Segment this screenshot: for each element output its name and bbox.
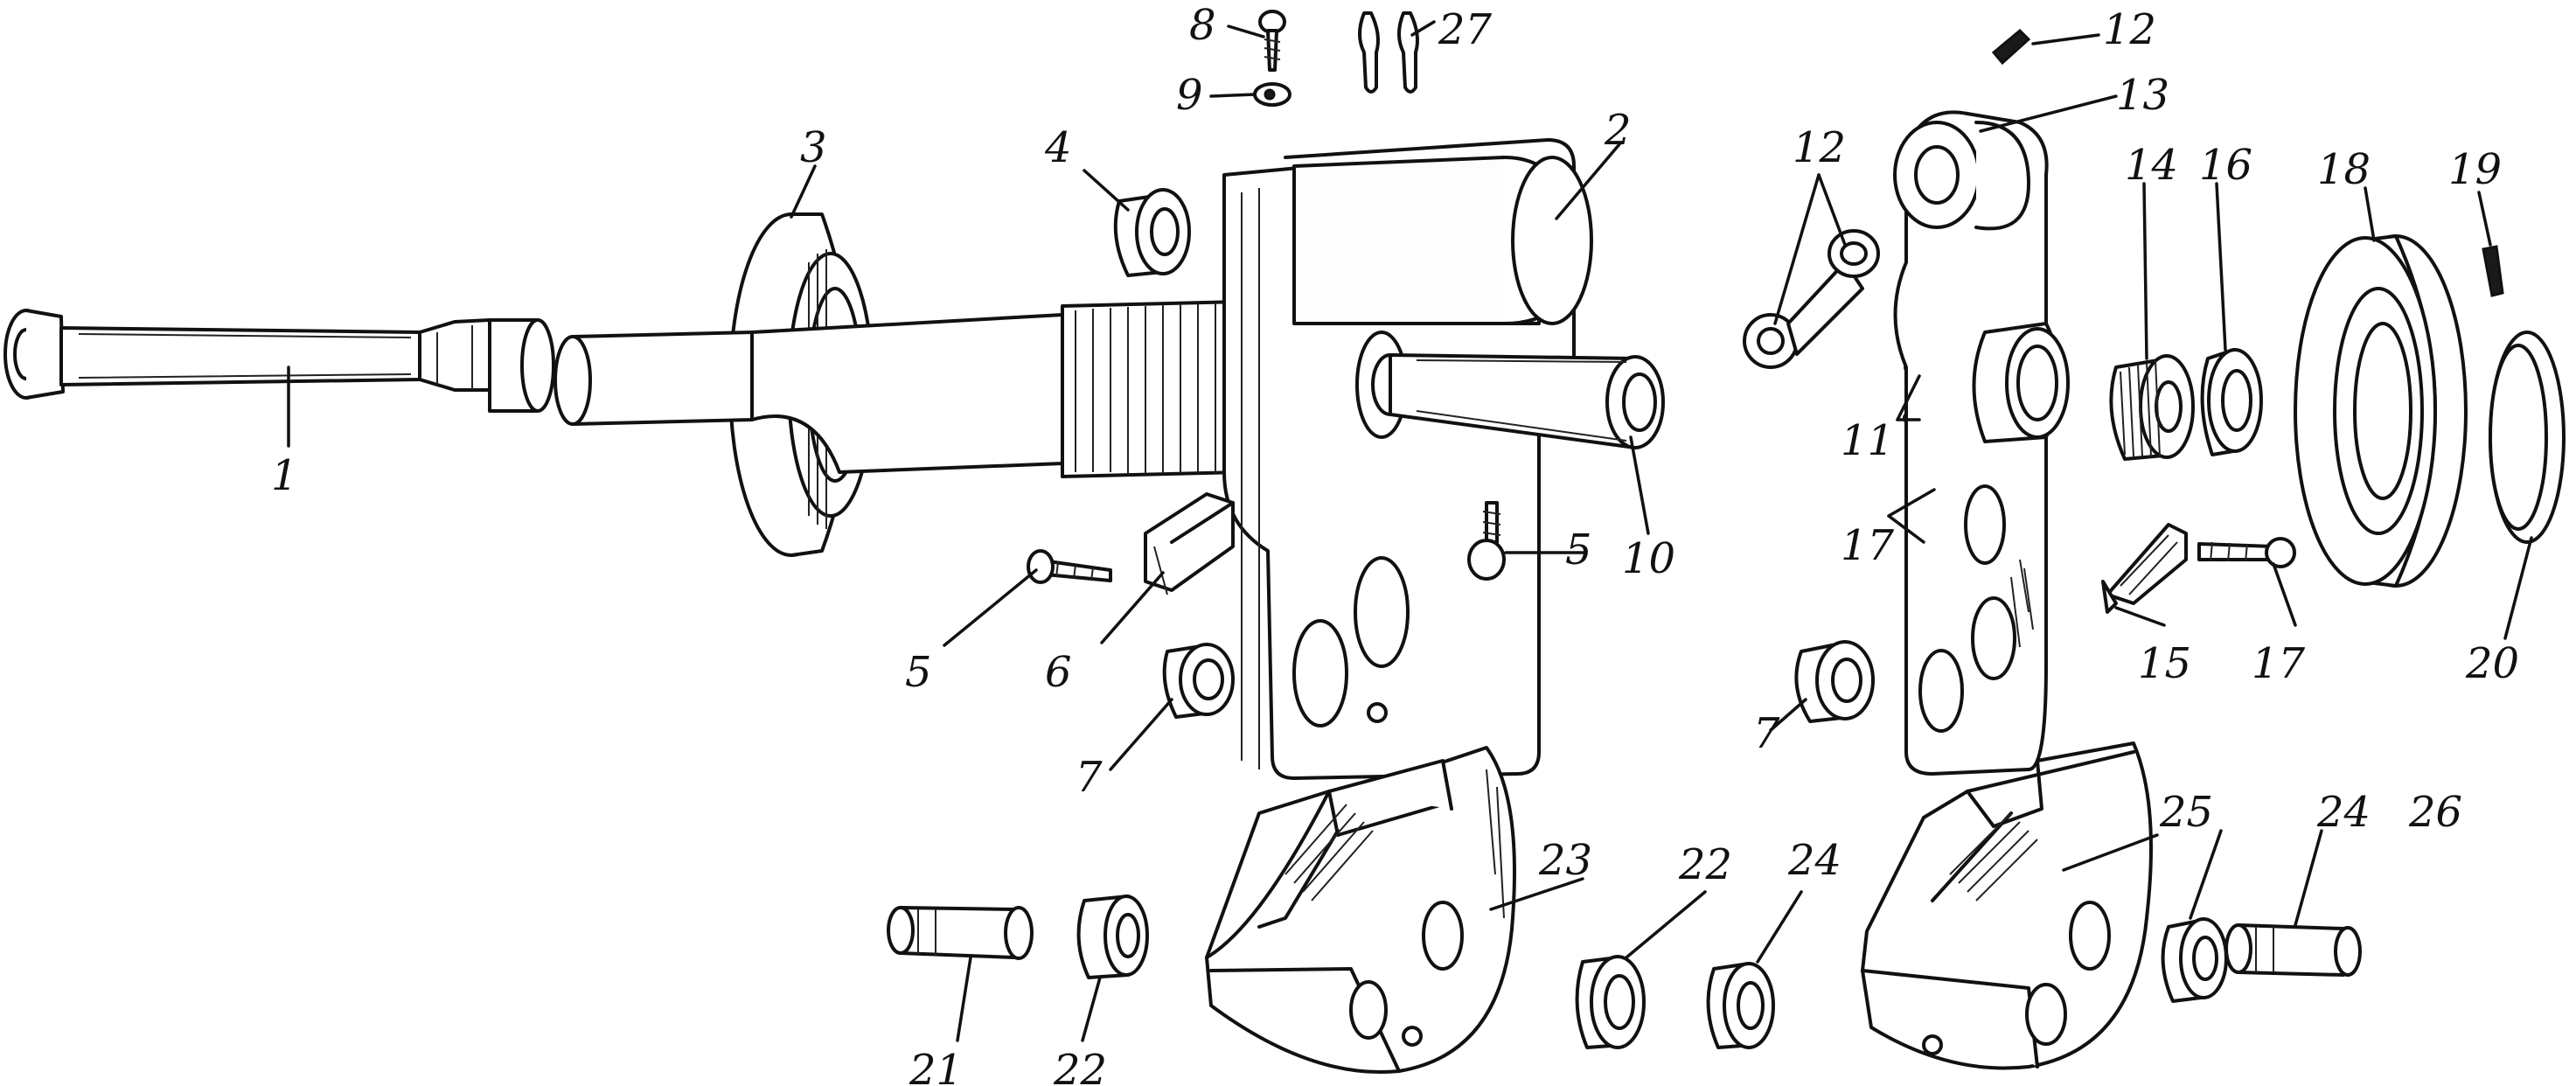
callout-17-right: 17 xyxy=(2252,639,2306,688)
callout-12-top: 12 xyxy=(2103,5,2156,54)
callout-4: 4 xyxy=(1044,123,1072,172)
callout-26: 26 xyxy=(2408,788,2462,837)
callout-20: 20 xyxy=(2465,639,2519,688)
part-4-bushing xyxy=(1113,188,1191,277)
callout-12-left: 12 xyxy=(1793,123,1846,172)
part-5-screw-mid xyxy=(1467,501,1506,581)
callout-5-left: 5 xyxy=(905,648,932,697)
callout-13: 13 xyxy=(2116,71,2169,120)
callout-24-mid: 24 xyxy=(1787,836,1841,885)
part-27-pins xyxy=(1358,11,1419,94)
callout-11: 11 xyxy=(1841,416,1894,465)
callout-21: 21 xyxy=(909,1046,963,1086)
part-22-ring-left xyxy=(1076,895,1149,979)
callout-19: 19 xyxy=(2448,145,2502,194)
callout-18: 18 xyxy=(2317,145,2371,194)
part-13-crank-web xyxy=(1893,110,2070,776)
callout-labels: 1 2 3 4 5 5 5 6 7 7 8 9 10 11 12 12 13 1… xyxy=(271,1,2519,1086)
callout-3: 3 xyxy=(800,123,827,172)
part-18-bearing xyxy=(2294,234,2468,588)
part-22-ring-mid xyxy=(1575,955,1646,1049)
callout-22-left: 22 xyxy=(1053,1046,1107,1086)
callout-2: 2 xyxy=(1604,106,1632,155)
part-19-pin xyxy=(2482,245,2504,297)
part-25-counterweight xyxy=(1861,741,2153,1070)
callout-1: 1 xyxy=(271,451,298,500)
callout-10: 10 xyxy=(1622,534,1675,583)
part-24-ring-right xyxy=(2161,917,2228,1003)
part-6-clip xyxy=(1144,492,1235,595)
part-10-crank-pin xyxy=(1371,353,1665,449)
part-2-crankshaft xyxy=(553,138,1593,780)
part-7-ring-left xyxy=(1162,643,1235,719)
part-12-pin xyxy=(1991,28,2031,66)
part-12-link xyxy=(1743,229,1880,369)
part-9-washer xyxy=(1253,82,1291,107)
part-20-retaining-ring xyxy=(2489,331,2566,544)
callout-9: 9 xyxy=(1176,71,1203,120)
part-8-screw xyxy=(1258,10,1286,72)
callout-6: 6 xyxy=(1045,648,1072,697)
part-23-counterweight xyxy=(1205,746,1516,1075)
callout-15: 15 xyxy=(2138,639,2191,688)
callout-17-left: 17 xyxy=(1841,521,1895,570)
callout-22-mid: 22 xyxy=(1678,840,1732,889)
callout-27: 27 xyxy=(1438,5,1493,54)
callout-14: 14 xyxy=(2125,141,2178,190)
callout-8: 8 xyxy=(1189,1,1216,50)
callout-23: 23 xyxy=(1538,836,1592,885)
part-21-pin xyxy=(887,906,1034,960)
part-14-gear xyxy=(2109,354,2195,461)
callout-5-mid: 5 xyxy=(1565,526,1592,574)
callout-24-right: 24 xyxy=(2316,788,2371,837)
leader-lines xyxy=(287,20,2533,1042)
part-1-shaft xyxy=(3,309,555,413)
part-15-clip xyxy=(2101,523,2188,614)
part-17-bolt-long xyxy=(2197,537,2296,568)
part-5-screw-left xyxy=(1027,549,1112,584)
part-24-ring-mid xyxy=(1706,962,1775,1049)
callout-25: 25 xyxy=(2159,788,2213,837)
part-16-ring xyxy=(2200,348,2263,456)
part-7-ring-right xyxy=(1794,640,1875,723)
callout-7-left: 7 xyxy=(1076,753,1103,802)
callout-7-right: 7 xyxy=(1753,709,1780,758)
callout-16: 16 xyxy=(2199,141,2252,190)
part-26-pin xyxy=(2224,923,2362,977)
